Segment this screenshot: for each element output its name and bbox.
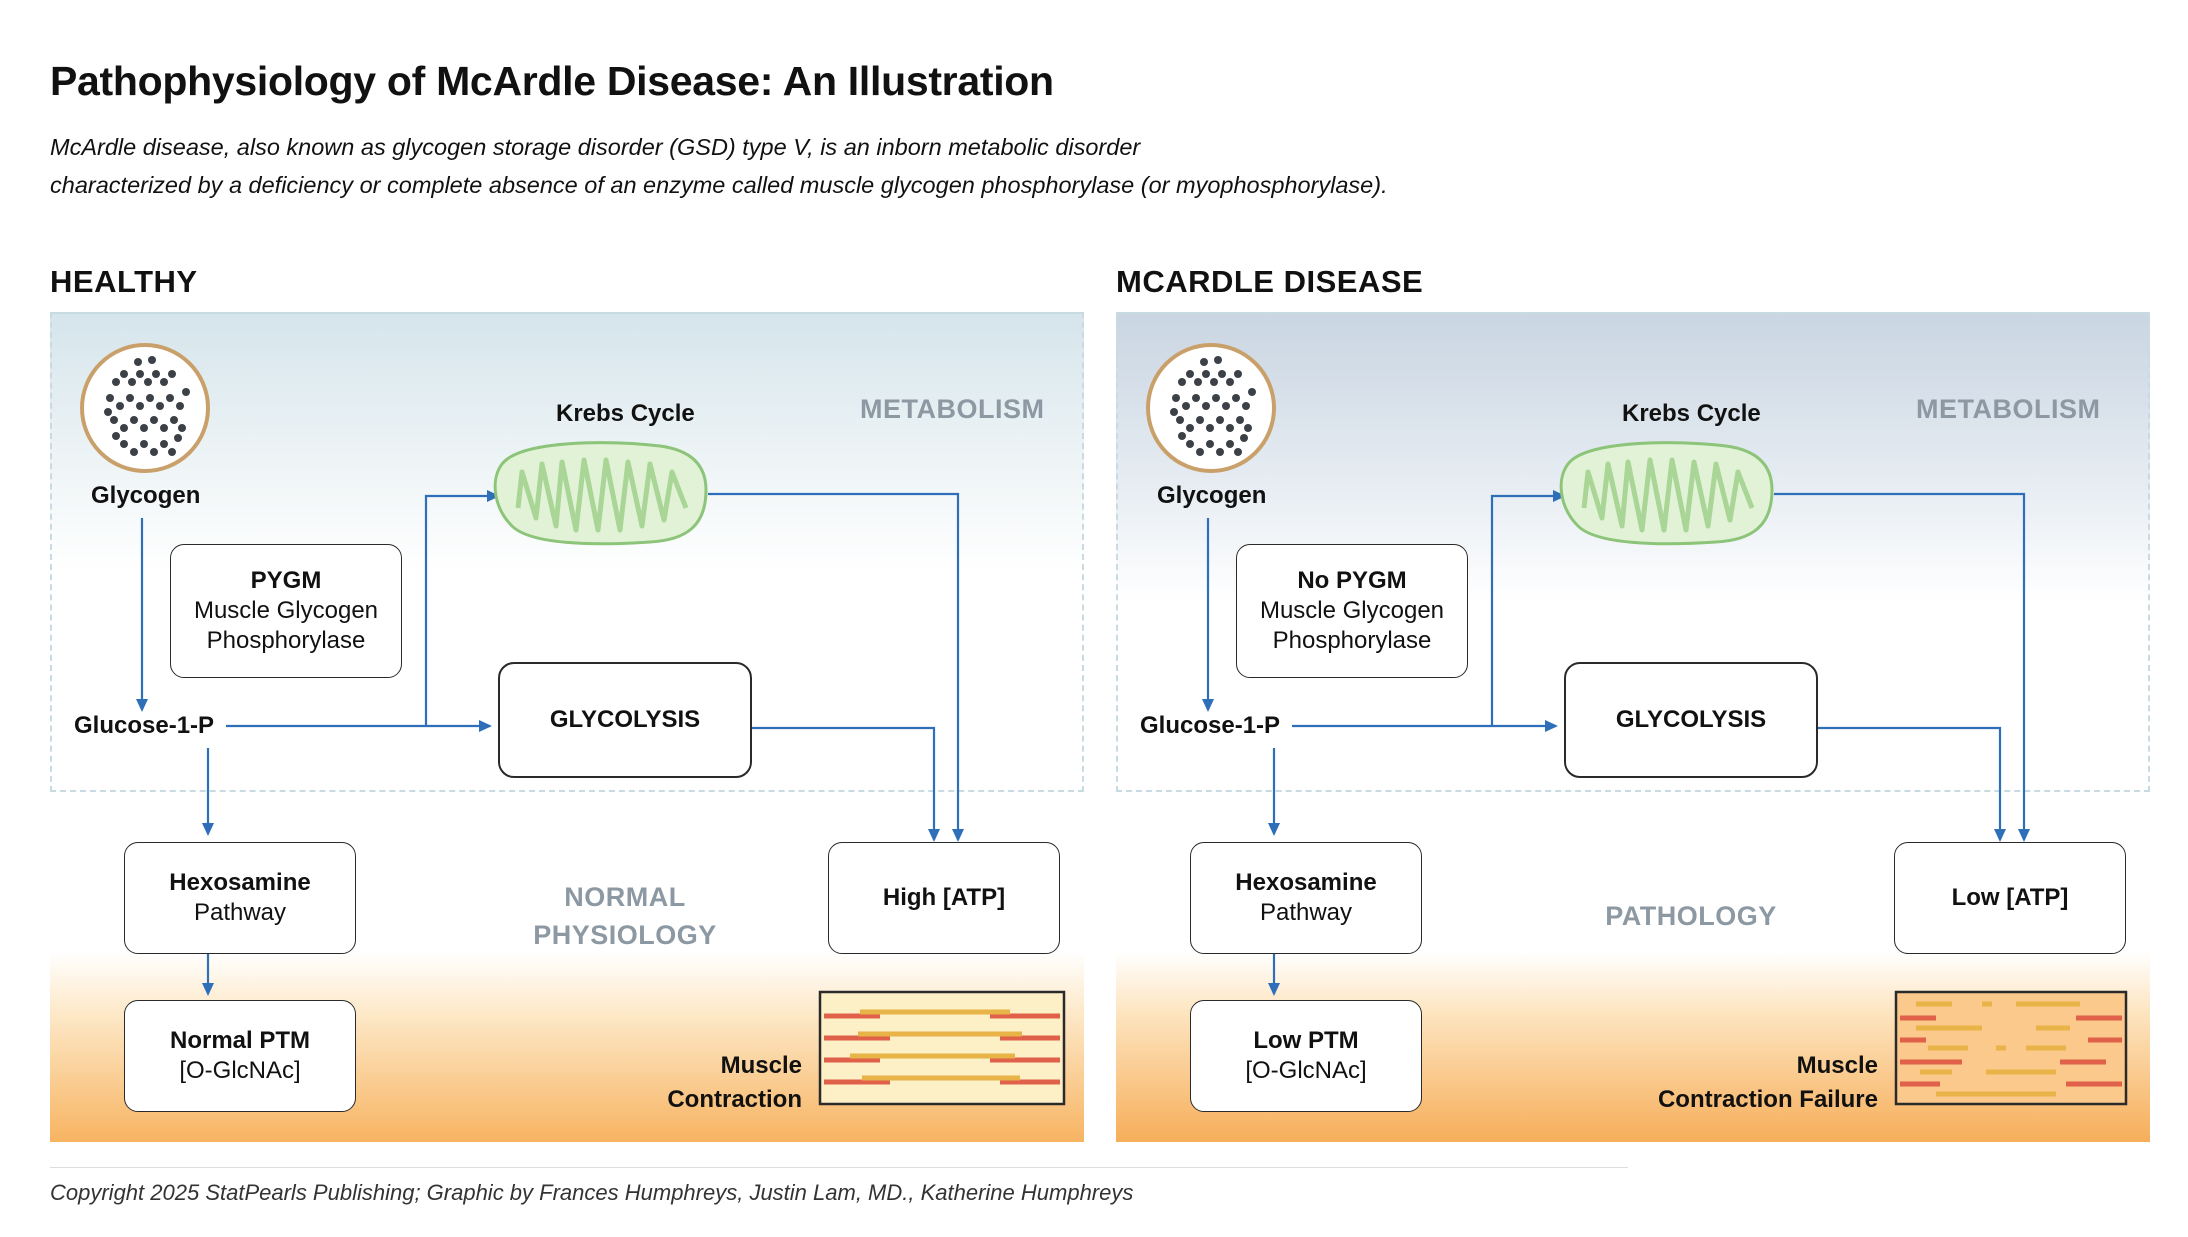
arrow-g1p-to-krebs: [1490, 490, 1566, 726]
arrow-g1p-to-krebs: [424, 490, 500, 726]
enzyme-name: PYGM: [250, 567, 322, 594]
atp-box: Low [ATP]: [1894, 842, 2126, 954]
hexosamine-label: Hexosamine: [169, 869, 311, 896]
hexosamine-sub: Pathway: [1259, 899, 1353, 926]
arrow-glycolysis-to-atp: [750, 726, 940, 842]
ptm-box: Low PTM [O-GlcNAc]: [1190, 1000, 1422, 1112]
healthy-heading: HEALTHY: [50, 264, 198, 299]
glycolysis-label: GLYCOLYSIS: [549, 706, 701, 733]
zone-label-2: PHYSIOLOGY: [533, 920, 717, 950]
hexosamine-box: Hexosamine Pathway: [124, 842, 356, 954]
muscle-label: Muscle Contraction: [590, 1049, 802, 1117]
arrow-krebs-to-atp: [708, 492, 964, 842]
enzyme-desc-1: Muscle Glycogen: [1259, 597, 1445, 624]
hexosamine-box: Hexosamine Pathway: [1190, 842, 1422, 954]
copyright-footer: Copyright 2025 StatPearls Publishing; Gr…: [50, 1180, 1134, 1205]
glycolysis-box: GLYCOLYSIS: [1564, 662, 1818, 778]
glycogen-icon: [80, 343, 210, 473]
mitochondrion-icon: [493, 441, 708, 546]
ptm-label: Low PTM: [1253, 1027, 1359, 1054]
glucose-1-p-label: Glucose-1-P: [74, 712, 215, 739]
metabolism-zone: [1116, 312, 2150, 792]
atp-box: High [ATP]: [828, 842, 1060, 954]
atp-label: High [ATP]: [882, 884, 1006, 911]
ptm-box: Normal PTM [O-GlcNAc]: [124, 1000, 356, 1112]
muscle-label-2: Contraction: [667, 1086, 802, 1113]
metabolism-label: METABOLISM: [1916, 394, 2101, 424]
glucose-1-p-label: Glucose-1-P: [1140, 712, 1281, 739]
pathway-arrows: [1146, 343, 2128, 1106]
ptm-label: Normal PTM: [169, 1027, 310, 1054]
muscle-label-1: Muscle: [720, 1052, 802, 1079]
enzyme-box: PYGM Muscle Glycogen Phosphorylase: [170, 544, 402, 678]
ptm-sub: [O-GlcNAc]: [179, 1057, 301, 1084]
sarcomere-icon: [818, 990, 1066, 1106]
glycogen-icon: [1146, 343, 1276, 473]
krebs-label: Krebs Cycle: [556, 400, 695, 427]
ptm-sub: [O-GlcNAc]: [1245, 1057, 1367, 1084]
mitochondrion-icon: [1559, 441, 1774, 546]
disease-heading: MCARDLE DISEASE: [1116, 264, 1424, 299]
zone-label: PATHOLOGY: [1586, 897, 1796, 935]
subtitle-line-2: characterized by a deficiency or complet…: [50, 172, 1388, 198]
muscle-label-2: Contraction Failure: [1657, 1086, 1878, 1113]
enzyme-name: No PYGM: [1297, 567, 1407, 594]
subtitle-line-1: McArdle disease, also known as glycogen …: [50, 134, 1141, 160]
hexosamine-sub: Pathway: [193, 899, 287, 926]
metabolism-zone: [50, 312, 1084, 792]
muscle-label: Muscle Contraction Failure: [1596, 1049, 1878, 1117]
hexosamine-label: Hexosamine: [1235, 869, 1377, 896]
metabolism-label: METABOLISM: [860, 394, 1045, 424]
disrupted-sarcomere-icon: [1894, 990, 2128, 1106]
healthy-panel: Glycogen Krebs Cycle METABOLISM PYGM Mus…: [50, 312, 1084, 1142]
muscle-label-1: Muscle: [1796, 1052, 1878, 1079]
krebs-label: Krebs Cycle: [1622, 400, 1761, 427]
enzyme-box: No PYGM Muscle Glycogen Phosphorylase: [1236, 544, 1468, 678]
atp-label: Low [ATP]: [1951, 884, 2069, 911]
arrow-krebs-to-atp: [1774, 492, 2030, 842]
glycolysis-box: GLYCOLYSIS: [498, 662, 752, 778]
page-title: Pathophysiology of McArdle Disease: An I…: [50, 58, 1054, 104]
arrow-glycolysis-to-atp: [1816, 726, 2006, 842]
footer-divider: [50, 1167, 1628, 1168]
pathway-arrows: [80, 343, 1066, 1106]
enzyme-desc-1: Muscle Glycogen: [193, 597, 379, 624]
glycogen-label: Glycogen: [1157, 482, 1267, 509]
glycolysis-label: GLYCOLYSIS: [1615, 706, 1767, 733]
enzyme-desc-2: Phosphorylase: [206, 627, 366, 654]
zone-label-1: PATHOLOGY: [1605, 901, 1777, 931]
glycogen-label: Glycogen: [91, 482, 201, 509]
enzyme-desc-2: Phosphorylase: [1272, 627, 1432, 654]
disease-panel: Glycogen Krebs Cycle METABOLISM No PYGM …: [1116, 312, 2150, 1142]
zone-label: NORMAL PHYSIOLOGY: [520, 878, 730, 954]
zone-label-1: NORMAL: [564, 882, 686, 912]
